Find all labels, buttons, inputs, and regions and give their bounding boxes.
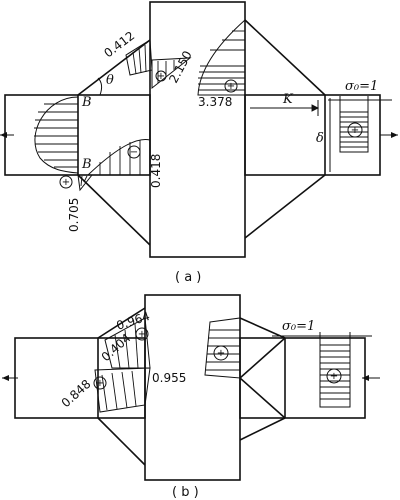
caption-a: ( a ) <box>175 270 201 285</box>
plus-sign-circle: + <box>59 175 73 189</box>
svg-text:+: + <box>217 348 225 359</box>
right-plate-stress-region <box>204 317 241 379</box>
left-member-b <box>14 337 146 419</box>
label-b-bottom: B <box>81 157 92 172</box>
left-member-stress-region <box>34 96 79 174</box>
inner-stress-triangle <box>151 57 192 90</box>
left-load-arrow-a <box>0 132 14 138</box>
label-delta: δ <box>316 131 324 146</box>
label-k: K <box>282 92 294 107</box>
figure-a: + + − + + 0.412 2.150 3.378 0.418 0.705 … <box>0 1 398 285</box>
svg-text:+: + <box>138 329 146 340</box>
plate-curve-hatching <box>198 30 245 91</box>
plus-sign-circle: + <box>135 327 149 341</box>
label-2150: 2.150 <box>166 48 194 85</box>
bottom-negative-stress-region <box>86 138 151 176</box>
lower-left-hatching <box>101 370 137 411</box>
right-member-b <box>239 337 366 419</box>
theta-angle-arc <box>97 77 103 96</box>
plus-sign-circle: + <box>213 345 229 361</box>
plus-sign-circle: + <box>347 122 363 138</box>
right-load-arrow-a <box>380 132 398 138</box>
svg-text:+: + <box>62 177 70 188</box>
right-load-arrow-b <box>362 375 380 381</box>
label-b-top: B <box>81 95 92 110</box>
bottom-b-stress-triangle <box>77 174 94 192</box>
svg-text:+: + <box>330 371 338 382</box>
upper-left-hatching <box>114 323 139 369</box>
label-0848: 0.848 <box>59 377 94 410</box>
plus-sign-circle: + <box>155 70 167 82</box>
label-theta: θ <box>106 73 114 88</box>
label-sigma-b: σ₀=1 <box>282 319 315 334</box>
label-0705: 0.705 <box>67 198 81 232</box>
label-0412: 0.412 <box>101 29 137 61</box>
minus-sign-circle: − <box>127 145 141 159</box>
svg-text:+: + <box>96 378 104 389</box>
caption-b: ( b ) <box>172 485 199 500</box>
label-0955: 0.955 <box>152 371 186 385</box>
svg-text:+: + <box>157 71 165 82</box>
right-member-stress-region-b <box>319 344 351 408</box>
label-3378: 3.378 <box>198 95 232 109</box>
left-load-arrow-b <box>2 375 18 381</box>
right-plate-hatching <box>206 329 240 371</box>
right-member-hatching-b <box>320 350 350 400</box>
left-member-hatching <box>34 103 78 168</box>
svg-text:+: + <box>351 125 359 136</box>
figure-b: + + + + 0.964 0.404 0.848 0.955 σ₀=1 ( b… <box>2 294 380 500</box>
plus-sign-circle: + <box>326 368 342 384</box>
svg-text:−: − <box>130 147 138 158</box>
plus-sign-circle: + <box>93 376 107 390</box>
lower-left-stress-region <box>94 367 151 413</box>
top-incline-hatching <box>132 44 147 75</box>
svg-text:+: + <box>227 81 235 92</box>
label-sigma-a: σ₀=1 <box>345 79 378 94</box>
central-plate-b <box>144 294 241 481</box>
label-0418: 0.418 <box>149 154 163 188</box>
plus-sign-circle: + <box>224 79 238 93</box>
